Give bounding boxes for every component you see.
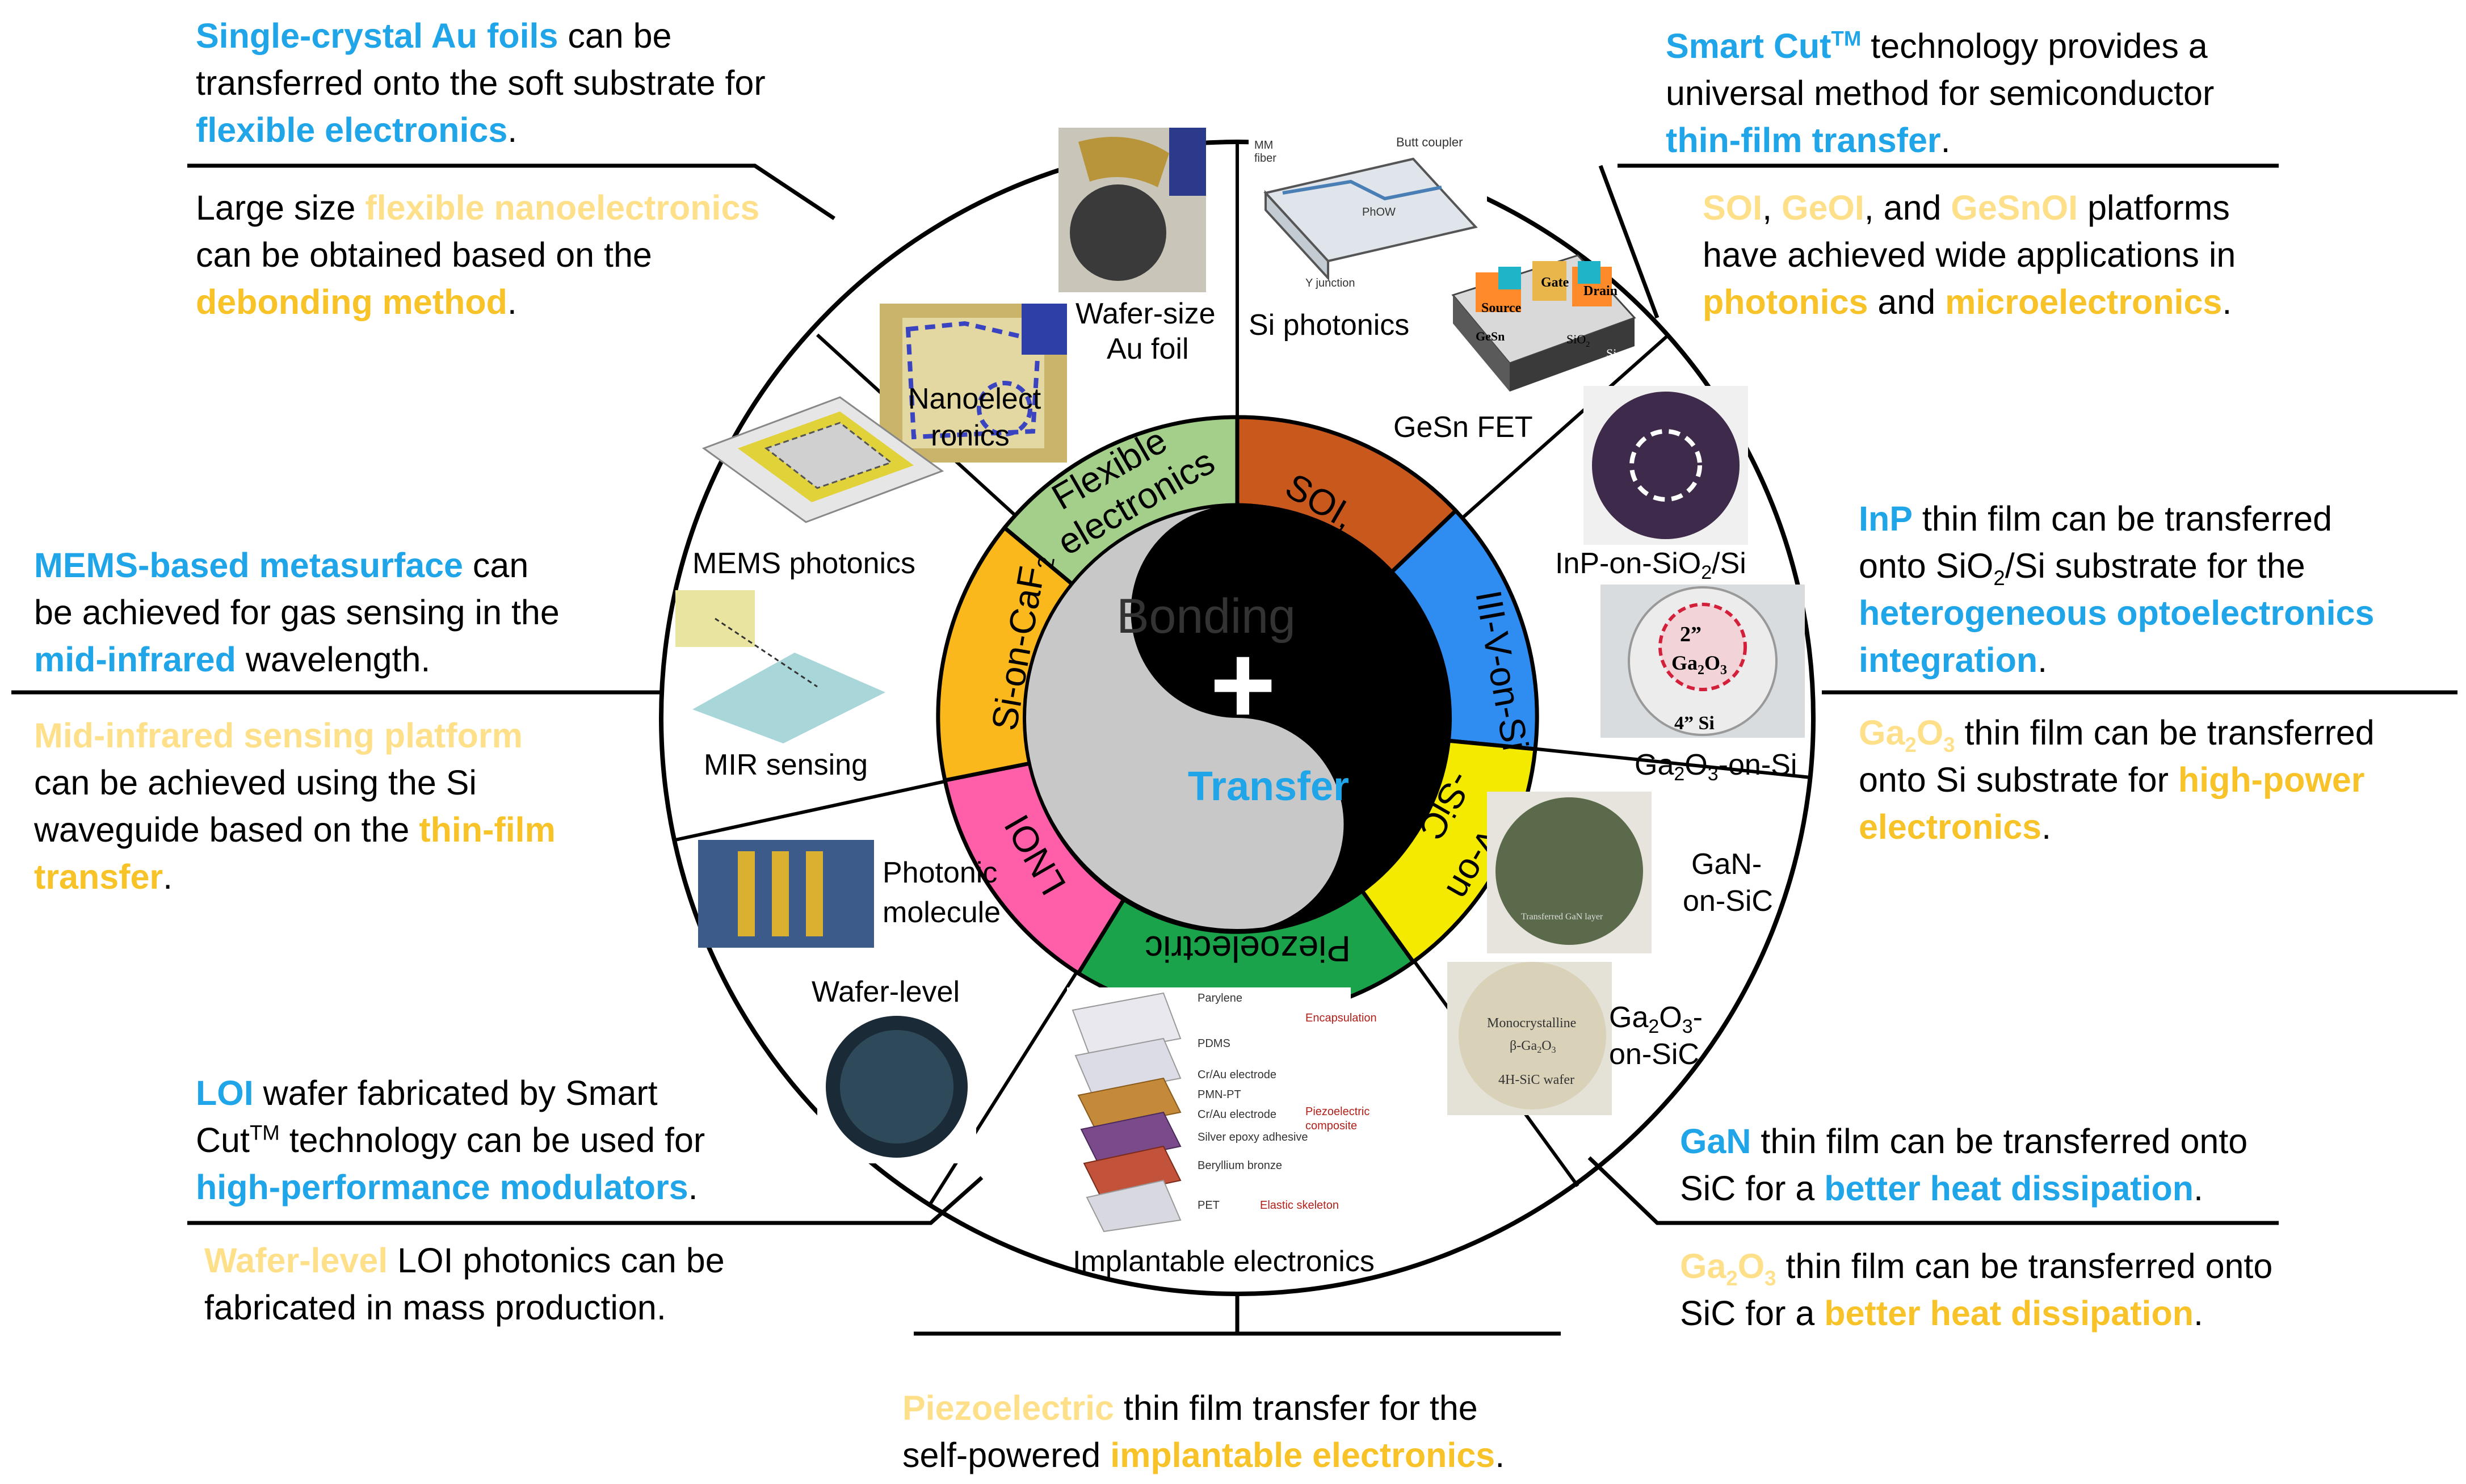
text-block-au-foils: Single-crystal Au foils can be transferr…: [196, 16, 766, 149]
text-block-gan: GaN thin film can be transferred onto Si…: [1680, 1122, 2248, 1208]
connector-lines: [11, 163, 2457, 1336]
svg-text:Encapsulation: Encapsulation: [1305, 1012, 1377, 1024]
yin-yang-center: [1023, 503, 1452, 932]
text-block-ga2o3-sic: Ga2O3 thin film can be transferred onto …: [1680, 1247, 2273, 1332]
caption-si-photonics: Si photonics: [1249, 309, 1409, 342]
caption-ga2o3-sic-2: on-SiC: [1609, 1038, 1699, 1071]
svg-text:Butt coupler: Butt coupler: [1396, 135, 1463, 149]
caption-mir: MIR sensing: [704, 749, 868, 781]
caption-gan-sic-2: on-SiC: [1683, 885, 1773, 918]
caption-photonic: Photonic: [883, 856, 997, 889]
svg-text:Drain: Drain: [1583, 284, 1618, 299]
ga2o3-si-image: 2” Ga2O3 4” Si: [1600, 585, 1805, 738]
svg-text:β-Ga2O3: β-Ga2O3: [1510, 1039, 1556, 1055]
svg-text:Y junction: Y junction: [1305, 277, 1355, 289]
gesn-fet-image: Gate Source Drain GeSn SiO2 Si: [1451, 254, 1636, 392]
svg-text:Si: Si: [1606, 346, 1616, 360]
caption-wafer-level: Wafer-level: [812, 976, 960, 1008]
caption-mems: MEMS photonics: [692, 547, 915, 580]
svg-text:2”: 2”: [1680, 623, 1702, 646]
center-plus-text: +: [1210, 621, 1276, 748]
svg-text:PhOW: PhOW: [1362, 206, 1396, 218]
photonic-molecule-image: [698, 840, 874, 948]
text-block-inp: InP thin film can be transferred onto Si…: [1859, 499, 2375, 679]
ga2o3-sic-image: Monocrystalline β-Ga2O3 4H-SiC wafer: [1447, 962, 1612, 1115]
svg-text:Gate: Gate: [1541, 275, 1569, 290]
text-block-nanoelectronics: Large size flexible nanoelectronics can …: [196, 188, 760, 321]
caption-ga2o3-sic: Ga2O3-: [1609, 1001, 1703, 1037]
svg-text:MM: MM: [1254, 139, 1273, 152]
svg-text:Elastic skeleton: Elastic skeleton: [1260, 1199, 1339, 1212]
svg-text:Silver epoxy adhesive: Silver epoxy adhesive: [1198, 1131, 1308, 1144]
piezo-stack-image: Parylene PDMS Cr/Au electrode PMN-PT Cr/…: [1067, 987, 1377, 1248]
text-block-smart-cut: Smart CutTM technology provides a univer…: [1666, 27, 2215, 159]
center-transfer-text: Transfer: [1188, 764, 1349, 809]
caption-gan-sic: GaN-: [1691, 848, 1762, 881]
text-block-soi-platforms: SOI, GeOI, and GeSnOI platforms have ach…: [1703, 188, 2236, 321]
svg-text:Cr/Au electrode: Cr/Au electrode: [1198, 1108, 1276, 1121]
text-block-mid-infrared: Mid-infrared sensing platform can be ach…: [34, 716, 556, 896]
si-photonics-image: MM fiber Butt coupler PhOW Y junction: [1249, 133, 1487, 292]
svg-text:Cr/Au electrode: Cr/Au electrode: [1198, 1069, 1276, 1081]
svg-text:Monocrystalline: Monocrystalline: [1487, 1016, 1576, 1031]
caption-nanoelectronics-2: ronics: [931, 419, 1010, 452]
svg-text:PMN-PT: PMN-PT: [1198, 1088, 1241, 1101]
text-block-piezoelectric: Piezoelectric thin film transfer for the…: [902, 1389, 1505, 1474]
svg-text:GeSn: GeSn: [1476, 329, 1505, 343]
caption-photonic-2: molecule: [883, 896, 1001, 929]
caption-nanoelectronics: Nanoelect: [908, 382, 1041, 415]
svg-text:4” Si: 4” Si: [1674, 713, 1715, 734]
mir-sensing-image: [675, 590, 885, 743]
text-block-ga2o3-si: Ga2O3 thin film can be transferred onto …: [1859, 713, 2375, 846]
svg-text:fiber: fiber: [1254, 152, 1276, 165]
svg-text:composite: composite: [1305, 1120, 1357, 1132]
text-block-loi: LOI wafer fabricated by Smart CutTM tech…: [196, 1074, 705, 1206]
caption-implantable: Implantable electronics: [1073, 1245, 1375, 1278]
svg-text:Piezoelectric: Piezoelectric: [1305, 1105, 1369, 1118]
label-piezo: Piezoelectric: [1145, 928, 1351, 969]
svg-text:Beryllium bronze: Beryllium bronze: [1198, 1159, 1282, 1172]
svg-text:4H-SiC wafer: 4H-SiC wafer: [1498, 1073, 1574, 1087]
gan-sic-image: Transferred GaN layer: [1487, 792, 1652, 953]
inp-wafer-image: [1583, 386, 1748, 545]
svg-text:PDMS: PDMS: [1198, 1037, 1230, 1050]
nanoelectronics-image: [880, 304, 1067, 463]
caption-gesn-fet: GeSn FET: [1393, 411, 1533, 444]
caption-wafer-au: Wafer-size: [1076, 297, 1216, 330]
caption-inp: InP-on-SiO2/Si: [1555, 547, 1746, 583]
svg-text:PET: PET: [1198, 1199, 1220, 1212]
caption-ga2o3-si: Ga2O3-on-Si: [1635, 749, 1797, 785]
svg-text:Parylene: Parylene: [1198, 992, 1242, 1004]
wafer-level-image: [817, 1010, 976, 1163]
caption-wafer-au-2: Au foil: [1107, 333, 1189, 365]
text-block-mems: MEMS-based metasurface can be achieved f…: [34, 546, 560, 679]
text-block-wafer-level: Wafer-level LOI photonics can be fabrica…: [204, 1241, 725, 1327]
svg-text:Transferred GaN layer: Transferred GaN layer: [1521, 912, 1603, 922]
wafer-au-image: [1058, 128, 1206, 292]
mems-photonics-image: [701, 396, 944, 523]
svg-text:Source: Source: [1481, 301, 1522, 316]
center-bonding-text: Bonding: [1116, 589, 1296, 644]
